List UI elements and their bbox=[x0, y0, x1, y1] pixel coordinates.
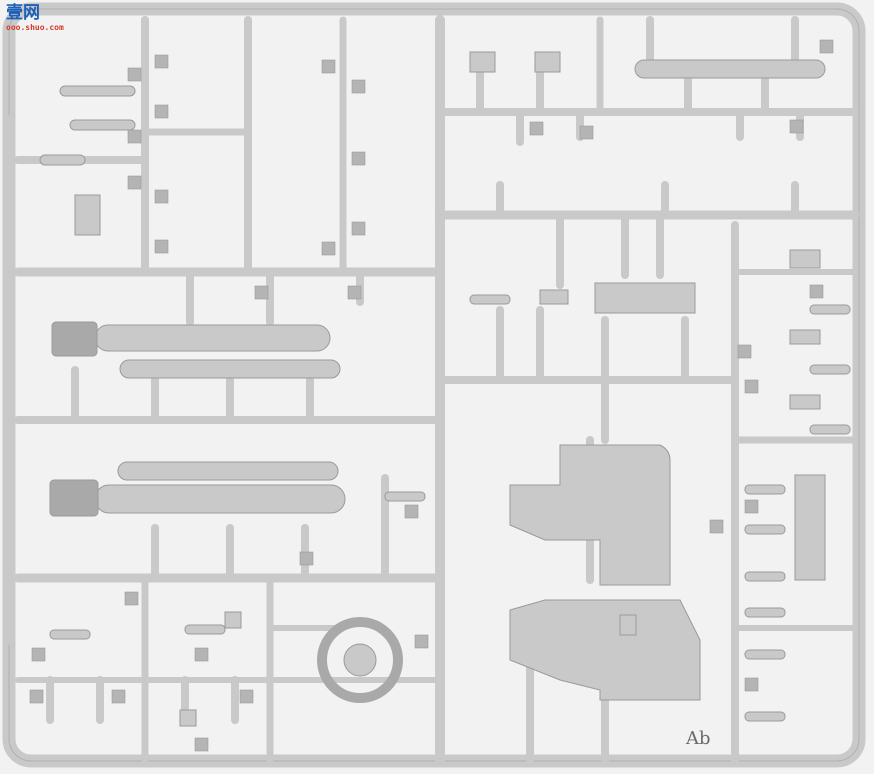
part-tag-10 bbox=[321, 241, 336, 256]
small-part-4 bbox=[789, 329, 821, 345]
tube-part-5 bbox=[59, 85, 136, 97]
tube-part-7 bbox=[39, 154, 86, 166]
part-tag-27 bbox=[744, 677, 759, 692]
small-part-2 bbox=[539, 289, 569, 305]
small-part-7 bbox=[619, 614, 637, 636]
part-tag-6 bbox=[154, 239, 169, 254]
small-part-1 bbox=[534, 51, 561, 73]
breech-block-upper bbox=[51, 321, 98, 357]
breech-block-lower bbox=[49, 479, 99, 517]
small-part-0 bbox=[469, 51, 496, 73]
pin-part-6 bbox=[809, 304, 851, 315]
pin-part-4 bbox=[744, 649, 786, 660]
part-tag-18 bbox=[194, 647, 209, 662]
part-tag-9 bbox=[351, 151, 366, 166]
tube-part-3 bbox=[94, 484, 346, 514]
pin-part-8 bbox=[809, 424, 851, 435]
part-tag-26 bbox=[744, 499, 759, 514]
sprue-code-label: Ab bbox=[686, 728, 711, 749]
part-tag-8 bbox=[351, 79, 366, 94]
watermark-logo: 壹网 ooo.shuo.com bbox=[6, 4, 64, 32]
part-tag-4 bbox=[154, 104, 169, 119]
bracket-plate bbox=[594, 282, 696, 314]
pin-part-10 bbox=[469, 294, 511, 305]
part-tag-1 bbox=[127, 129, 142, 144]
tube-part-1 bbox=[119, 359, 341, 379]
pin-part-2 bbox=[744, 571, 786, 582]
part-tag-28 bbox=[809, 284, 824, 299]
part-tag-21 bbox=[404, 504, 419, 519]
side-rail-plate bbox=[794, 474, 826, 581]
pin-part-5 bbox=[744, 711, 786, 722]
pin-part-3 bbox=[744, 607, 786, 618]
part-tag-14 bbox=[124, 591, 139, 606]
sprue-parts bbox=[39, 51, 851, 727]
pin-part-0 bbox=[744, 484, 786, 495]
small-part-9 bbox=[224, 611, 242, 629]
part-tag-23 bbox=[299, 551, 314, 566]
pin-part-1 bbox=[744, 524, 786, 535]
part-tag-11 bbox=[351, 221, 366, 236]
part-tag-33 bbox=[579, 125, 594, 140]
part-tag-22 bbox=[414, 634, 429, 649]
small-part-8 bbox=[179, 709, 197, 727]
part-tag-32 bbox=[789, 119, 804, 134]
tube-part-0 bbox=[94, 324, 331, 352]
watermark-text: 壹网 bbox=[6, 3, 40, 23]
part-tag-17 bbox=[111, 689, 126, 704]
part-tag-0 bbox=[127, 67, 142, 82]
small-part-6 bbox=[74, 194, 101, 236]
pin-part-12 bbox=[49, 629, 91, 640]
part-tag-13 bbox=[347, 285, 362, 300]
sprue-runners bbox=[5, 15, 860, 765]
part-tag-25 bbox=[744, 379, 759, 394]
wheel-hub bbox=[343, 643, 377, 677]
tube-part-4 bbox=[634, 59, 826, 79]
small-part-3 bbox=[789, 249, 821, 269]
part-tag-15 bbox=[31, 647, 46, 662]
part-tag-12 bbox=[254, 285, 269, 300]
part-number-tags bbox=[29, 39, 834, 752]
wheel-ring bbox=[317, 617, 403, 703]
part-tag-19 bbox=[194, 737, 209, 752]
pin-part-11 bbox=[184, 624, 226, 635]
part-tag-5 bbox=[154, 189, 169, 204]
part-tag-29 bbox=[709, 519, 724, 534]
hull-plate-upper bbox=[509, 444, 671, 586]
part-tag-3 bbox=[154, 54, 169, 69]
small-part-5 bbox=[789, 394, 821, 410]
hull-plate-lower bbox=[509, 599, 701, 701]
pin-part-7 bbox=[809, 364, 851, 375]
watermark-url: ooo.shuo.com bbox=[6, 23, 64, 32]
part-tag-30 bbox=[819, 39, 834, 54]
part-tag-24 bbox=[737, 344, 752, 359]
tube-part-2 bbox=[117, 461, 339, 481]
tube-part-6 bbox=[69, 119, 136, 131]
part-tag-31 bbox=[529, 121, 544, 136]
part-tag-2 bbox=[127, 175, 142, 190]
part-tag-7 bbox=[321, 59, 336, 74]
part-tag-20 bbox=[239, 689, 254, 704]
part-tag-16 bbox=[29, 689, 44, 704]
pin-part-9 bbox=[384, 491, 426, 502]
